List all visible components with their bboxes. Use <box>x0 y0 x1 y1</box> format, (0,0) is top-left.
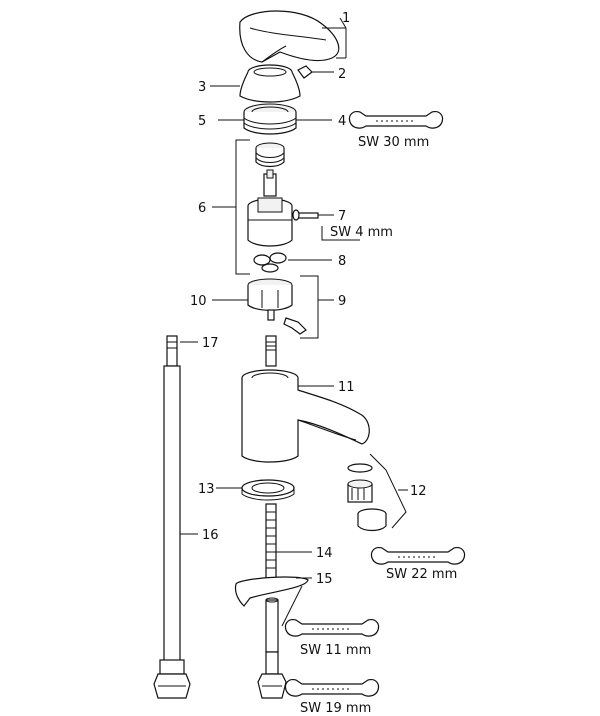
inlet-nipple <box>265 335 277 367</box>
label-17: 17 <box>202 336 219 351</box>
open-end-wrench-icon <box>284 619 380 637</box>
tool-label-sw22: SW 22 mm <box>386 567 457 582</box>
part-7-screw <box>292 209 319 221</box>
part-3-cover-cap <box>239 64 301 103</box>
part-16-hose <box>153 335 191 699</box>
open-end-wrench-icon <box>370 547 466 565</box>
tool-label-sw30: SW 30 mm <box>358 135 429 150</box>
part-4-nut <box>243 103 297 135</box>
label-15: 15 <box>316 572 333 587</box>
label-16: 16 <box>202 528 219 543</box>
label-6: 6 <box>198 201 206 216</box>
part-1-handle <box>239 10 340 63</box>
part-15-clamp <box>234 576 309 653</box>
part-12-aerator <box>347 463 387 532</box>
part-14-threaded-rod <box>265 503 277 579</box>
tool-label-sw4: SW 4 mm <box>330 225 393 240</box>
label-11: 11 <box>338 380 355 395</box>
tool-label-sw11: SW 11 mm <box>300 643 371 658</box>
part-2-plug <box>297 65 313 79</box>
label-8: 8 <box>338 254 346 269</box>
part-8-seals <box>253 252 287 273</box>
label-10: 10 <box>190 294 207 309</box>
part-6-cartridge <box>247 142 293 247</box>
label-13: 13 <box>198 482 215 497</box>
label-4: 4 <box>338 114 346 129</box>
part-9-clip <box>283 317 307 335</box>
tool-label-sw19: SW 19 mm <box>300 701 371 716</box>
part-10-base-ring <box>247 278 293 321</box>
label-1: 1 <box>342 11 350 26</box>
label-7: 7 <box>338 209 346 224</box>
open-end-wrench-icon <box>284 679 380 697</box>
label-9: 9 <box>338 294 346 309</box>
hex-key-icon <box>321 226 360 241</box>
label-5: 5 <box>198 114 206 129</box>
open-end-wrench-icon <box>348 111 444 129</box>
label-14: 14 <box>316 546 333 561</box>
label-2: 2 <box>338 67 346 82</box>
label-3: 3 <box>198 80 206 95</box>
part-13-flange <box>241 479 295 501</box>
label-12: 12 <box>410 484 427 499</box>
part-11-tap-body <box>241 369 370 463</box>
hose-end-right <box>257 651 287 699</box>
